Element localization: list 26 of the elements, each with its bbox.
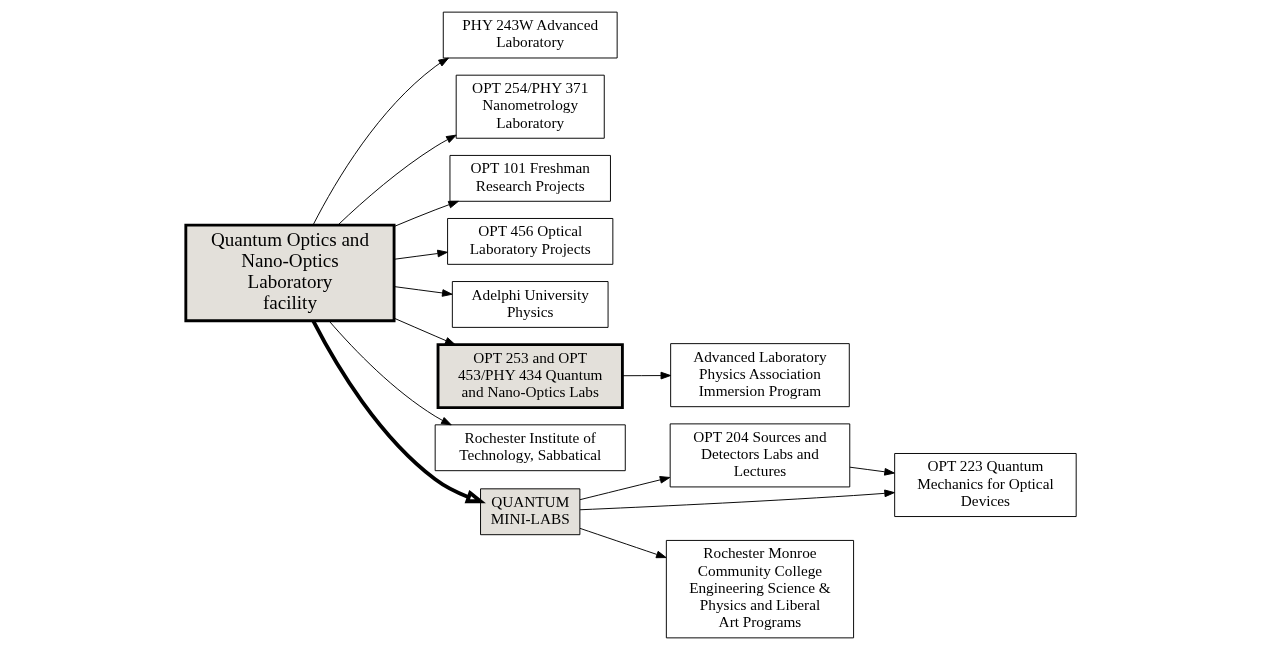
arrow xyxy=(393,286,453,297)
arrow xyxy=(579,476,671,501)
node-box: OPT 456 Optical Laboratory Projects xyxy=(447,218,614,265)
node-box: OPT 101 Freshman Research Projects xyxy=(449,154,611,202)
arrow xyxy=(849,466,895,476)
arrow xyxy=(328,320,452,426)
node-box: Rochester Monroe Community College Engineering Science & Physics and Liberal Art Programs xyxy=(665,539,855,639)
node-box: Rochester Institute of Technology, Sabbatical xyxy=(434,424,626,472)
node-box: Quantum Optics and Nano-Optics Laboratory facility xyxy=(184,223,396,323)
arrow xyxy=(579,527,667,559)
arrow xyxy=(393,200,459,227)
node-box: OPT 253 and OPT 453/PHY 434 Quantum and Nano-Optics Labs xyxy=(436,343,624,410)
node-box: PHY 243W Advanced Laboratory xyxy=(442,11,618,59)
arrow xyxy=(393,249,448,260)
node-box: QUANTUM MINI-LABS xyxy=(480,488,581,536)
node-box: Advanced Laboratory Physics Association Immersion Program xyxy=(670,343,850,408)
node-box: Adelphi University Physics xyxy=(451,281,609,328)
arrow xyxy=(393,317,456,345)
node-box: OPT 254/PHY 371 Nanometrology Laboratory xyxy=(455,74,605,139)
arrow xyxy=(312,57,449,226)
arrow xyxy=(311,320,486,504)
arrow xyxy=(337,134,457,226)
node-box: OPT 223 Quantum Mechanics for Optical Devices xyxy=(894,453,1077,517)
node-box: OPT 204 Sources and Detectors Labs and Lectures xyxy=(669,423,851,488)
arrow xyxy=(579,489,895,511)
arrow xyxy=(622,371,672,380)
